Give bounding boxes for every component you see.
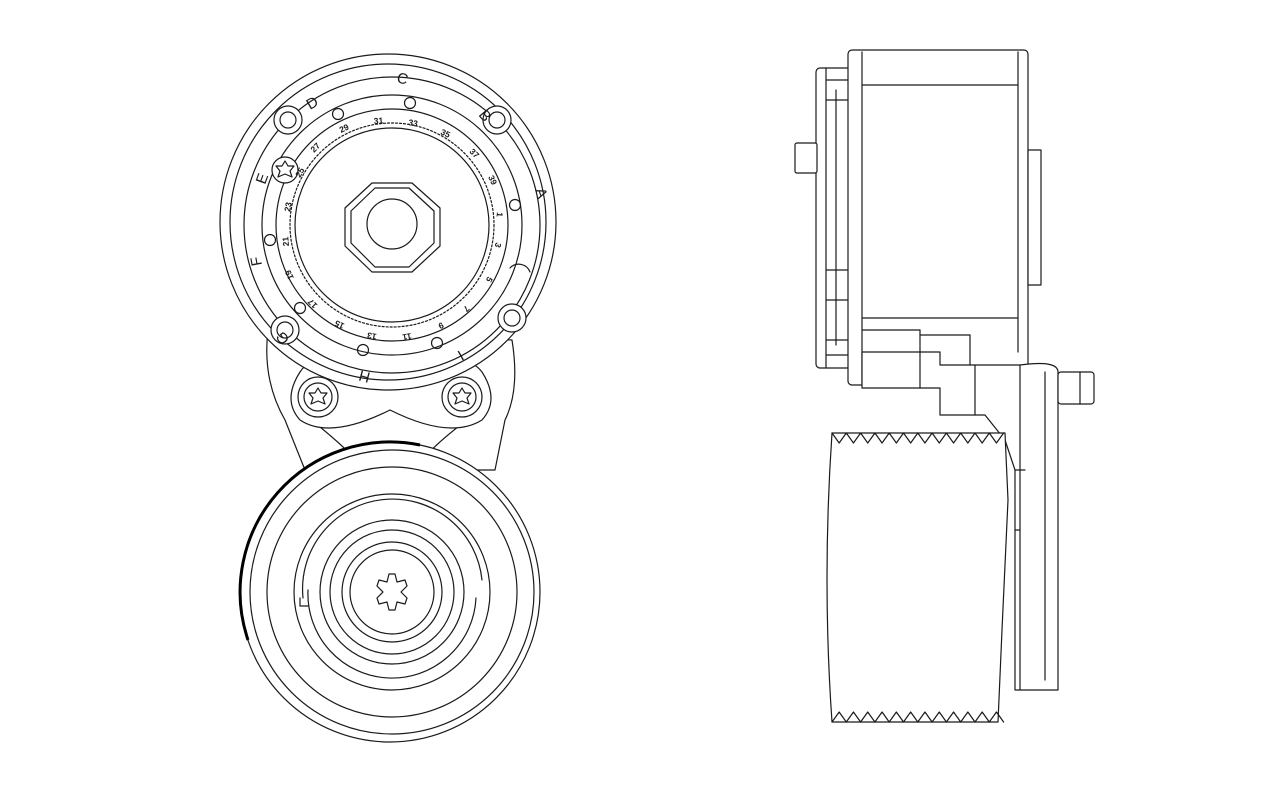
hub-inner bbox=[294, 127, 490, 323]
scale-ring-inner bbox=[275, 108, 509, 342]
scale-25: 25 bbox=[293, 166, 307, 179]
left-flange bbox=[815, 67, 852, 369]
torx-screw-head bbox=[271, 156, 299, 184]
scale-21: 21 bbox=[280, 236, 291, 247]
scale-39: 39 bbox=[486, 174, 499, 187]
serrated-hub bbox=[289, 122, 495, 328]
scale-5: 5 bbox=[484, 275, 495, 284]
front-view: A B C D E F G H I 1 3 5 7 9 11 13 15 17 … bbox=[219, 53, 557, 743]
scale-11: 11 bbox=[402, 331, 413, 342]
right-boss bbox=[1027, 149, 1042, 286]
scale-1: 1 bbox=[495, 212, 505, 218]
housing-bolts bbox=[270, 105, 527, 345]
scale-33: 33 bbox=[408, 117, 419, 129]
arm-bolts bbox=[297, 376, 483, 418]
label-H: H bbox=[357, 366, 372, 385]
adjustment-holes bbox=[263, 96, 522, 357]
scale-35: 35 bbox=[439, 127, 452, 140]
pulley-bottom-ribs bbox=[831, 711, 1005, 723]
hex-nut-chamfer bbox=[350, 187, 435, 268]
pulley-top-ribs bbox=[831, 432, 1005, 444]
stub-pin bbox=[794, 142, 818, 174]
arm-pin bbox=[1057, 371, 1095, 405]
housing-inner-ring bbox=[229, 63, 547, 381]
scale-7: 7 bbox=[461, 304, 472, 315]
side-view bbox=[794, 49, 1095, 723]
label-F: F bbox=[248, 255, 266, 267]
scale-15: 15 bbox=[333, 318, 346, 331]
scale-ring bbox=[261, 94, 523, 356]
scale-19: 19 bbox=[283, 268, 296, 281]
scale-31: 31 bbox=[373, 115, 384, 126]
notch bbox=[509, 263, 531, 273]
scale-9: 9 bbox=[437, 320, 446, 331]
scale-3: 3 bbox=[493, 241, 504, 249]
torx-center-bolt bbox=[376, 573, 408, 611]
scale-23: 23 bbox=[282, 201, 294, 212]
idler-pulley bbox=[238, 440, 541, 743]
scale-29: 29 bbox=[338, 122, 351, 135]
scale-13: 13 bbox=[366, 330, 377, 342]
center-bore bbox=[366, 198, 418, 250]
ribbed-pulley-side bbox=[826, 432, 1009, 723]
label-C: C bbox=[395, 69, 410, 88]
pulley-belt-edge bbox=[238, 440, 421, 641]
hex-nut bbox=[344, 182, 441, 273]
